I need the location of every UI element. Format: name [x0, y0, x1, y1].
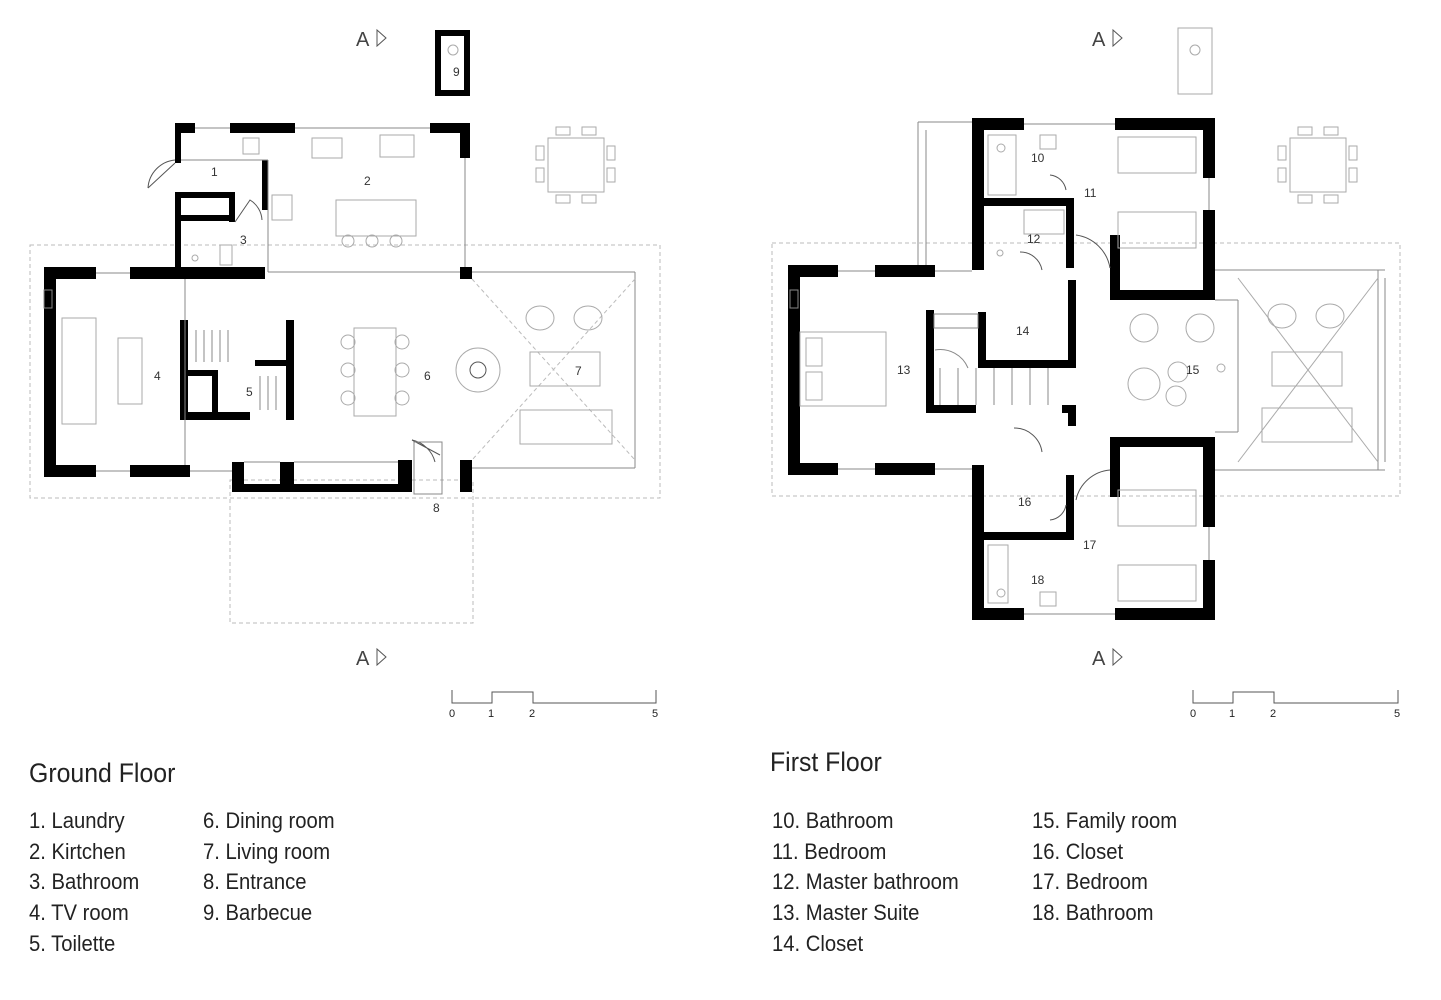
first-floor-doors	[1013, 174, 1111, 521]
first-floor-plan: 10 11 12 13 14 15 16 17 18 A A 0 1 2 5	[771, 27, 1401, 720]
room-number-11: 11	[1084, 186, 1097, 200]
legend-item: 4. TV room	[29, 900, 129, 926]
ground-floor-plan: 1 2 3 4 5 6 7 8 9 A A 0 1 2 5	[29, 28, 661, 720]
room-number-17: 17	[1083, 538, 1097, 552]
legend-item: 10. Bathroom	[772, 808, 894, 833]
svg-text:1: 1	[488, 708, 494, 720]
room-number-6: 6	[424, 369, 431, 383]
room-number-12: 12	[1027, 232, 1041, 246]
svg-text:0: 0	[449, 708, 455, 720]
legend-item: 13. Master Suite	[772, 900, 920, 926]
svg-text:0: 0	[1190, 708, 1196, 720]
legend-item: 1. Laundry	[29, 808, 125, 833]
room-number-13: 13	[897, 363, 911, 377]
legend-item: 18. Bathroom	[1032, 900, 1154, 926]
ground-floor-legend-col1: 1. Laundry 2. Kirtchen 3. Bathroom 4. TV…	[29, 806, 149, 960]
legend-item: 14. Closet	[772, 930, 864, 956]
ground-floor-furniture	[61, 44, 616, 445]
legend-item: 2. Kirtchen	[29, 838, 126, 864]
svg-text:2: 2	[1270, 708, 1276, 720]
room-number-10: 10	[1031, 151, 1045, 165]
legend-item: 11. Bedroom	[772, 838, 887, 864]
legend-item: 12. Master bathroom	[772, 869, 959, 895]
floor-plans: 1 2 3 4 5 6 7 8 9 A A 0 1 2 5	[29, 27, 1401, 720]
ground-floor-legend-col2: 6. Dining room 7. Living room 8. Entranc…	[203, 806, 346, 929]
ground-floor-title: Ground Floor	[29, 758, 176, 788]
room-number-9: 9	[453, 65, 460, 79]
section-mark-top: A	[356, 28, 387, 51]
legend-item: 8. Entrance	[203, 869, 307, 895]
legend-item: 5. Toilette	[29, 930, 116, 956]
entrance-terrace-outline	[229, 479, 474, 624]
roof-outline	[771, 242, 1401, 497]
svg-text:5: 5	[652, 708, 658, 720]
room-number-4: 4	[154, 369, 161, 383]
room-number-2: 2	[364, 174, 371, 188]
svg-text:A: A	[356, 29, 371, 51]
first-floor-lines	[789, 121, 1386, 615]
legend-item: 9. Barbecue	[203, 900, 313, 926]
legend-item: 7. Living room	[203, 838, 331, 864]
scale-bar-first: 0 1 2 5	[1190, 690, 1400, 720]
section-mark-bottom: A	[356, 647, 387, 670]
legend-item: 15. Family room	[1032, 808, 1178, 833]
room-number-14: 14	[1016, 324, 1030, 338]
room-number-16: 16	[1018, 495, 1032, 509]
legend-item: 6. Dining room	[203, 808, 335, 833]
first-floor-furniture	[799, 27, 1358, 607]
svg-text:1: 1	[1229, 708, 1235, 720]
room-number-15: 15	[1186, 363, 1200, 377]
room-number-8: 8	[433, 501, 440, 515]
first-floor-walls	[788, 118, 1215, 620]
section-mark-top-first: A	[1092, 28, 1123, 51]
section-mark-bottom-first: A	[1092, 647, 1123, 670]
svg-text:2: 2	[529, 708, 535, 720]
scale-bar-ground: 0 1 2 5	[449, 690, 658, 720]
room-number-1: 1	[211, 165, 218, 179]
legend-item: 3. Bathroom	[29, 869, 140, 895]
room-number-3: 3	[240, 233, 247, 247]
svg-text:A: A	[1092, 648, 1107, 670]
room-number-18: 18	[1031, 573, 1045, 587]
svg-text:5: 5	[1394, 708, 1400, 720]
ground-floor-walls	[44, 30, 472, 492]
terrace-outline	[29, 244, 661, 499]
svg-text:A: A	[356, 648, 371, 670]
room-number-5: 5	[246, 385, 253, 399]
first-floor-legend-col2: 15. Family room 16. Closet 17. Bedroom 1…	[1032, 806, 1190, 929]
ground-floor-lines	[43, 127, 636, 472]
first-floor-legend-col1: 10. Bathroom 11. Bedroom 12. Master bath…	[772, 806, 975, 960]
legend-item: 17. Bedroom	[1032, 869, 1148, 895]
ground-floor-doors	[147, 159, 443, 495]
legend-item: 16. Closet	[1032, 838, 1124, 864]
room-number-7: 7	[575, 364, 582, 378]
svg-text:A: A	[1092, 29, 1107, 51]
first-floor-title: First Floor	[770, 747, 882, 777]
